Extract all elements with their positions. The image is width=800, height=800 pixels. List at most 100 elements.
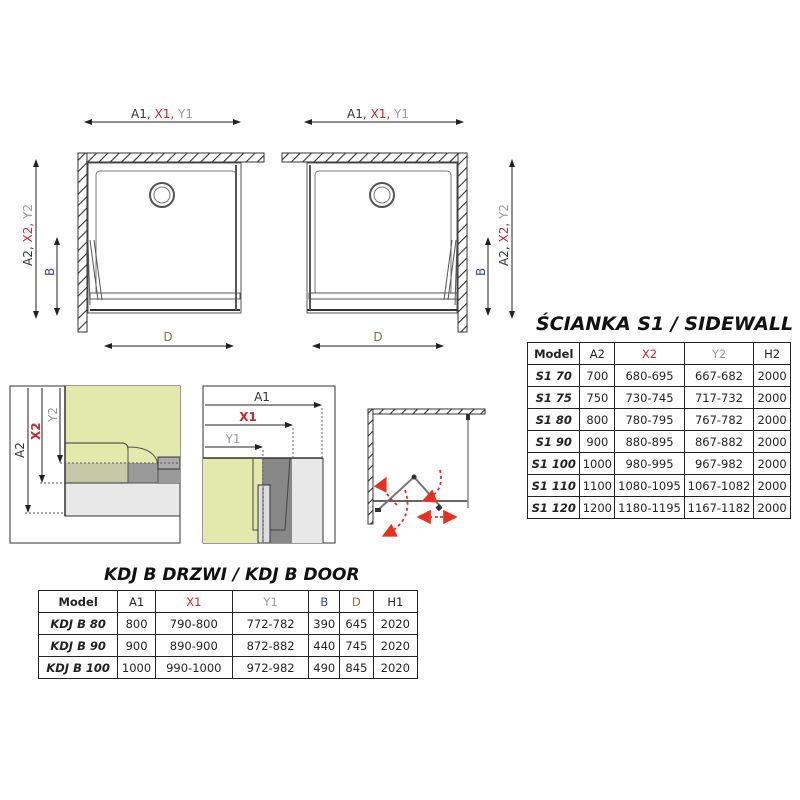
value-cell: 2020 — [372, 612, 419, 635]
b-label: B — [474, 268, 488, 276]
model-cell: S1 110 — [526, 474, 581, 497]
a1-label: A1 — [254, 390, 270, 404]
value-cell: 900 — [579, 430, 616, 453]
model-cell: S1 100 — [526, 452, 581, 475]
y2-label: Y2 — [46, 407, 60, 423]
a2-label: A2 — [13, 442, 27, 458]
value-cell: 390 — [308, 612, 341, 635]
value-cell: 1067-1082 — [683, 474, 755, 497]
d-label: D — [373, 330, 382, 344]
value-cell: 800 — [579, 408, 616, 431]
value-cell: 440 — [308, 634, 341, 657]
col-header-h1: H1 — [372, 590, 419, 613]
value-cell: 667-682 — [683, 364, 755, 387]
col-header-a2: A2 — [579, 342, 616, 365]
value-cell: 800 — [117, 612, 156, 635]
value-cell: 1100 — [579, 474, 616, 497]
model-cell: KDJ B 80 — [37, 612, 119, 635]
back-wall — [281, 152, 468, 163]
value-cell: 972-982 — [231, 656, 310, 679]
value-cell: 2000 — [753, 430, 791, 453]
value-cell: 730-745 — [614, 386, 685, 409]
col-header-d: D — [339, 590, 374, 613]
col-header-x2: X2 — [614, 342, 685, 365]
col-header-y1: Y1 — [231, 590, 310, 613]
value-cell: 490 — [308, 656, 341, 679]
depth-label: A2, X2, Y2 — [21, 204, 35, 266]
model-cell: S1 75 — [526, 386, 581, 409]
value-cell: 867-882 — [683, 430, 755, 453]
value-cell: 1200 — [579, 496, 616, 519]
value-cell: 2000 — [753, 474, 791, 497]
value-cell: 717-732 — [683, 386, 755, 409]
col-header-y2: Y2 — [683, 342, 755, 365]
value-cell: 2020 — [372, 656, 419, 679]
detail-door-profile: A1 X1 Y1 — [202, 385, 336, 544]
value-cell: 980-995 — [614, 452, 685, 475]
value-cell: 880-895 — [614, 430, 685, 453]
x2-label: X2 — [29, 422, 43, 440]
folding-door-opening-diagram — [367, 408, 486, 537]
plan-view-right-hinge: A1, X1, Y1 A2, X2, Y2 B D — [281, 107, 515, 349]
col-header-a1: A1 — [117, 590, 156, 613]
value-cell: 990-1000 — [154, 656, 233, 679]
depth-label: A2, X2, Y2 — [497, 204, 511, 266]
value-cell: 890-900 — [154, 634, 233, 657]
detail-wall-profile: A2 X2 Y2 — [9, 385, 181, 544]
x1-label: X1 — [239, 410, 257, 424]
model-cell: KDJ B 90 — [37, 634, 119, 657]
col-header-model: Model — [37, 590, 119, 613]
value-cell: 967-982 — [683, 452, 755, 475]
b-label: B — [43, 268, 57, 276]
col-header-h2: H2 — [753, 342, 791, 365]
sidewall-table-title: ŚCIANKA S1 / SIDEWALL S1 — [536, 313, 800, 335]
col-header-model: Model — [526, 342, 581, 365]
value-cell: 1000 — [579, 452, 616, 475]
value-cell: 872-882 — [231, 634, 310, 657]
value-cell: 1080-1095 — [614, 474, 685, 497]
door-table-title: KDJ B DRZWI / KDJ B DOOR — [104, 565, 360, 585]
value-cell: 750 — [579, 386, 616, 409]
value-cell: 745 — [339, 634, 374, 657]
plan-view-left-hinge: A1, X1, Y1 A2, X2, Y2 B D — [21, 107, 265, 349]
col-header-b: B — [308, 590, 341, 613]
col-header-x1: X1 — [154, 590, 233, 613]
value-cell: 1180-1195 — [614, 496, 685, 519]
d-label: D — [163, 330, 172, 344]
model-cell: S1 90 — [526, 430, 581, 453]
back-wall — [77, 152, 265, 163]
value-cell: 2020 — [372, 634, 419, 657]
model-cell: KDJ B 100 — [37, 656, 119, 679]
value-cell: 772-782 — [231, 612, 310, 635]
width-label: A1, X1, Y1 — [131, 107, 193, 121]
y1-label: Y1 — [225, 432, 241, 446]
table-header-row: Model A1 X1 Y1 B D H1 — [37, 590, 419, 613]
value-cell: 1167-1182 — [683, 496, 755, 519]
value-cell: 845 — [339, 656, 374, 679]
side-wall — [457, 152, 468, 333]
value-cell: 645 — [339, 612, 374, 635]
value-cell: 767-782 — [683, 408, 755, 431]
width-label: A1, X1, Y1 — [347, 107, 409, 121]
value-cell: 2000 — [753, 386, 791, 409]
model-cell: S1 80 — [526, 408, 581, 431]
value-cell: 2000 — [753, 496, 791, 519]
side-wall — [77, 152, 88, 333]
value-cell: 700 — [579, 364, 616, 387]
value-cell: 680-695 — [614, 364, 685, 387]
model-cell: S1 70 — [526, 364, 581, 387]
value-cell: 1000 — [117, 656, 156, 679]
value-cell: 780-795 — [614, 408, 685, 431]
